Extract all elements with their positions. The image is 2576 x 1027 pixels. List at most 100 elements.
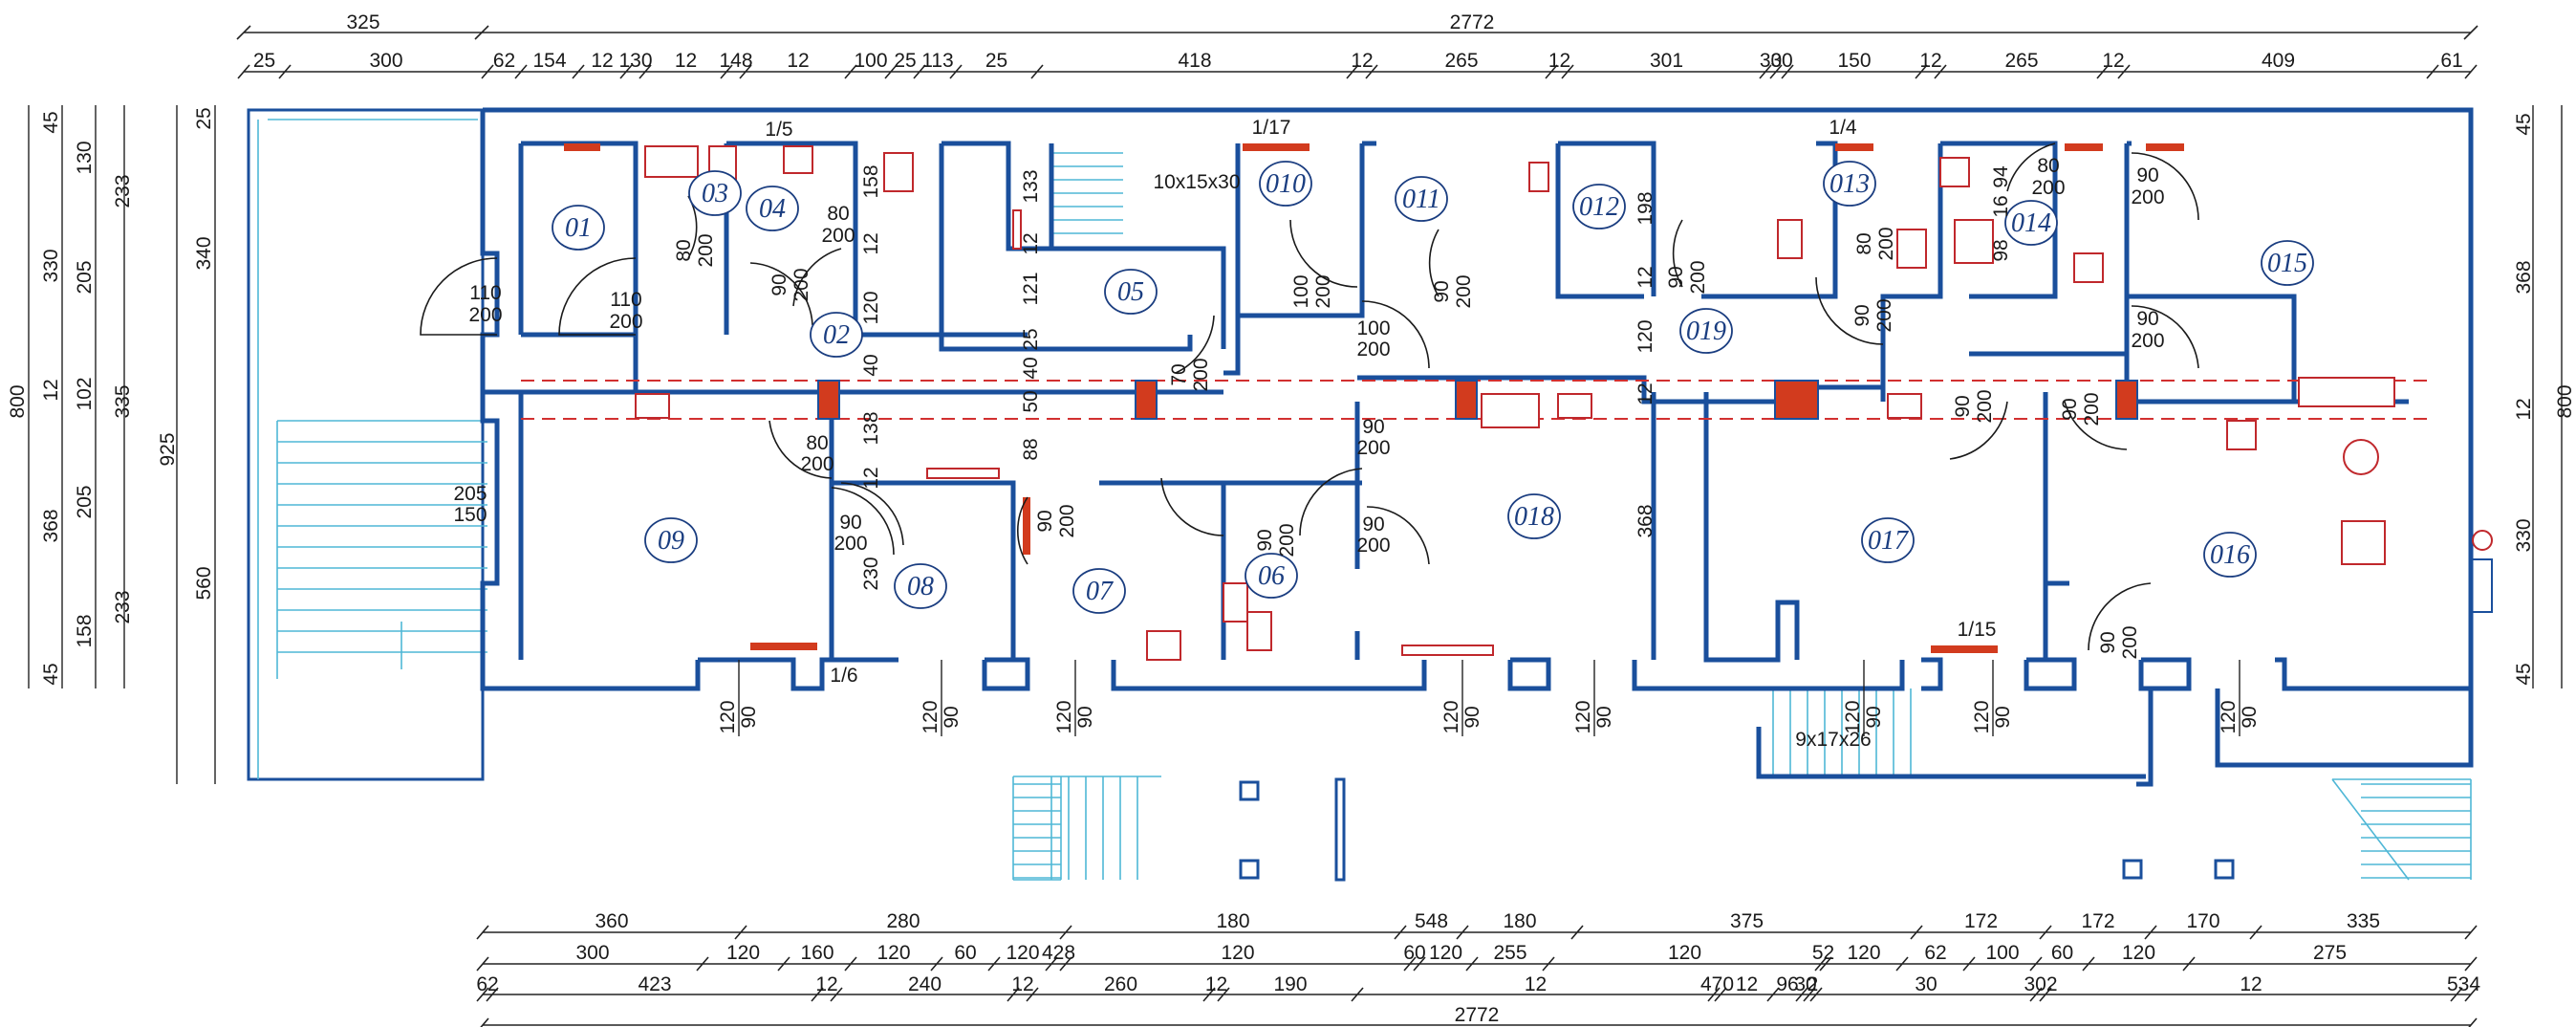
dim-bottom-seg: 96 <box>1776 973 1798 995</box>
room-label-04: 04 <box>759 194 786 224</box>
dim-top-seg: 12 <box>1548 50 1570 72</box>
fraction-1-4: 1/4 <box>1829 117 1857 139</box>
door-label-d02b: 200 <box>609 311 642 333</box>
dim-bottom-seg: 172 <box>2081 910 2114 932</box>
dim-top-seg: 25 <box>985 50 1007 72</box>
dim-top-seg: 130 <box>618 50 652 72</box>
door-label-d03b: 200 <box>695 233 717 267</box>
door-label-d04c: 80 <box>827 203 849 225</box>
window-height: 90 <box>1593 706 1615 728</box>
room-label-08: 08 <box>907 572 934 601</box>
room-circle <box>2261 240 2314 286</box>
window-width: 120 <box>1842 700 1864 733</box>
door-label-d04b: 200 <box>790 268 812 301</box>
door-label-d015b: 200 <box>2131 186 2164 208</box>
window-width: 120 <box>2218 700 2240 733</box>
inner-dimension: 40 <box>1020 357 1042 379</box>
dim-left-800: 800 <box>7 384 29 418</box>
dim-left-560: 560 <box>193 566 215 600</box>
inner-dimension: 12 <box>860 232 882 254</box>
window-width: 120 <box>1572 700 1594 733</box>
door-label-d06a: 90 <box>1254 529 1276 551</box>
dim-bottom-seg: 428 <box>1042 942 1075 964</box>
door-label-d016b: 200 <box>2081 392 2103 426</box>
inner-dimension: 121 <box>1020 272 1042 305</box>
dim-top-seg: 25 <box>894 50 916 72</box>
dim-bottom-seg: 12 <box>1525 973 1547 995</box>
room-label-011: 011 <box>1402 185 1440 214</box>
door-label-d07b: 200 <box>1056 504 1078 537</box>
dim-left-205b: 205 <box>74 485 96 518</box>
inner-dimension: 98 <box>1990 239 2012 261</box>
dim-bottom-seg: 335 <box>2347 910 2380 932</box>
dim-bottom-seg: 120 <box>1847 942 1880 964</box>
door-label-d05b: 200 <box>1190 358 1212 391</box>
dim-bottom-seg: 60 <box>2051 942 2073 964</box>
inner-dimension: 16 <box>1990 195 2012 217</box>
fraction-labels: 1/5 1/17 1/4 1/6 1/15 <box>765 117 1996 687</box>
door-label-d08b: 200 <box>833 533 867 555</box>
window-height: 90 <box>738 706 760 728</box>
dim-right-800: 800 <box>2554 384 2576 418</box>
door-label-d013d: 200 <box>1873 298 1895 332</box>
dim-bottom-seg: 120 <box>1429 942 1462 964</box>
dim-left-368: 368 <box>40 509 62 542</box>
dim-bottom-seg: 280 <box>886 910 920 932</box>
left-dimensions: 800 925 45 330 12 368 45 130 205 102 205… <box>7 105 216 784</box>
dim-top-seg: 61 <box>2440 50 2462 72</box>
dim-top-seg: 12 <box>1351 50 1373 72</box>
door-label-d06b: 200 <box>1276 523 1298 557</box>
dim-bottom-seg: 2 <box>1808 973 1819 995</box>
door-label-d016d: 200 <box>2119 625 2141 659</box>
left-staircase <box>247 108 487 781</box>
door-label-d016a: 90 <box>2059 398 2081 420</box>
dim-bottom-seg: 30 <box>1915 973 1937 995</box>
dim-left-335: 335 <box>112 384 134 418</box>
dim-bottom-seg: 423 <box>638 973 671 995</box>
door-label-d04a: 90 <box>768 273 790 295</box>
door-label-d014a: 80 <box>2037 155 2059 177</box>
dim-bottom-seg: 300 <box>575 942 609 964</box>
window-width: 120 <box>1053 700 1075 733</box>
door-label-d209a: 205 <box>453 483 487 505</box>
dim-top-seg: 12 <box>2102 50 2124 72</box>
dim-bottom-seg: 120 <box>1006 942 1039 964</box>
inner-dimension: 12 <box>1634 382 1656 404</box>
dim-bottom-seg: 12 <box>1736 973 1758 995</box>
fraction-1-5: 1/5 <box>765 119 792 141</box>
door-label-d010d: 200 <box>1356 339 1390 361</box>
dim-bottom-seg: 12 <box>1011 973 1033 995</box>
window-height: 90 <box>1461 706 1483 728</box>
dim-top-seg: 12 <box>591 50 613 72</box>
window-width: 120 <box>1971 700 1993 733</box>
dim-left-330: 330 <box>40 249 62 282</box>
inner-dimension: 158 <box>860 164 882 198</box>
inner-dimension: 133 <box>1020 169 1042 203</box>
room-label-015: 015 <box>2267 249 2307 278</box>
dim-bottom-seg: 255 <box>1493 942 1526 964</box>
dim-top-seg: 150 <box>1837 50 1871 72</box>
dim-top-seg: 409 <box>2262 50 2295 72</box>
dim-bottom-seg: 120 <box>877 942 910 964</box>
inner-dimension: 120 <box>1634 319 1656 353</box>
dim-bottom-seg: 548 <box>1415 910 1448 932</box>
door-label-d013c: 90 <box>1851 304 1873 326</box>
door-label-d01a: 110 <box>469 282 501 304</box>
dim-top-seg: 113 <box>921 50 953 72</box>
inner-dimension: 368 <box>1634 504 1656 537</box>
stair-label-bottom: 9x17x26 <box>1795 729 1871 751</box>
door-label-d011b: 200 <box>1453 274 1475 308</box>
dim-left-233b: 233 <box>112 590 134 623</box>
dim-right-12: 12 <box>2513 398 2535 420</box>
dim-left-340: 340 <box>193 236 215 270</box>
door-label-d03a: 80 <box>673 239 695 261</box>
room-label-01: 01 <box>565 213 592 243</box>
door-label-d011a: 90 <box>1431 280 1453 302</box>
room-circle <box>1259 161 1312 207</box>
dim-bottom-seg: 172 <box>1964 910 1998 932</box>
bottom-stairs <box>1012 152 2472 881</box>
door-label-d017a: 90 <box>1952 395 1974 417</box>
door-label-d018a: 90 <box>1362 416 1384 438</box>
dim-bottom-seg: 12 <box>815 973 837 995</box>
